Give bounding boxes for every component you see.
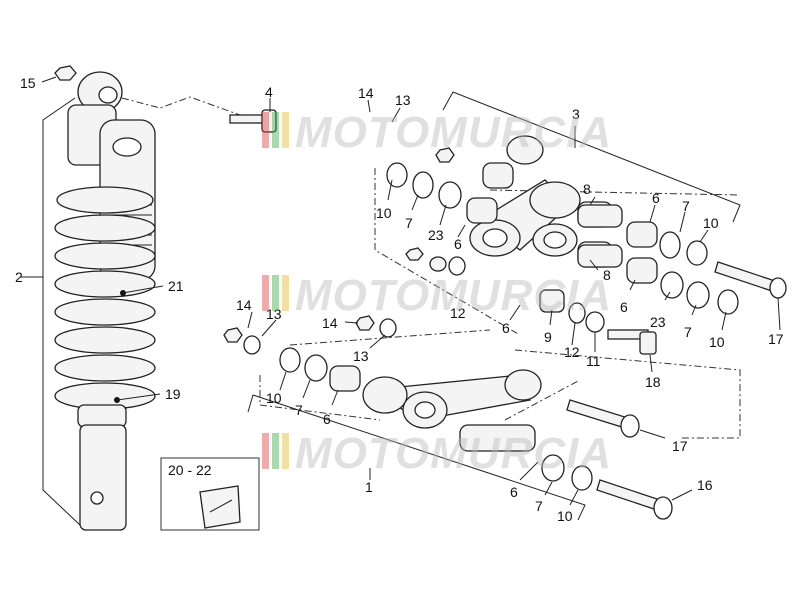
label-6c: 6 bbox=[620, 299, 628, 315]
label-14a: 14 bbox=[358, 85, 374, 101]
label-23a: 23 bbox=[428, 227, 444, 243]
part-labels: 15 2 21 19 4 14 13 3 10 7 23 6 8 6 7 10 … bbox=[15, 75, 784, 524]
label-7c: 7 bbox=[684, 324, 692, 340]
label-7d: 7 bbox=[295, 402, 303, 418]
label-6f: 6 bbox=[510, 484, 518, 500]
inset-label: 20 - 22 bbox=[168, 462, 212, 478]
label-11: 11 bbox=[586, 353, 601, 369]
inset-box: 20 - 22 bbox=[160, 457, 260, 531]
label-10e: 10 bbox=[557, 508, 573, 524]
washers bbox=[243, 162, 739, 491]
leader-lines bbox=[247, 99, 727, 506]
bolts bbox=[566, 261, 787, 520]
label-7b: 7 bbox=[682, 198, 690, 214]
label-13c: 13 bbox=[353, 348, 369, 364]
shock-absorber bbox=[20, 65, 164, 531]
upper-linkage bbox=[469, 135, 581, 257]
label-6a: 6 bbox=[454, 236, 462, 252]
nut-icon bbox=[54, 65, 77, 81]
label-10d: 10 bbox=[266, 390, 282, 406]
label-14b: 14 bbox=[236, 297, 252, 313]
label-13b: 13 bbox=[266, 306, 282, 322]
spacers bbox=[577, 204, 623, 268]
bolt-4 bbox=[229, 98, 277, 133]
label-13a: 13 bbox=[395, 92, 411, 108]
svg-text:MOTOMURCIA: MOTOMURCIA bbox=[295, 429, 612, 478]
label-3: 3 bbox=[572, 106, 580, 122]
label-9: 9 bbox=[544, 329, 552, 345]
watermark-2: MOTOMURCIA bbox=[262, 271, 612, 320]
label-7e: 7 bbox=[535, 498, 543, 514]
label-6d: 6 bbox=[502, 320, 510, 336]
svg-text:MOTOMURCIA: MOTOMURCIA bbox=[295, 271, 612, 320]
label-2: 2 bbox=[15, 269, 23, 285]
label-8a: 8 bbox=[583, 181, 591, 197]
watermark-1: MOTOMURCIA bbox=[262, 108, 612, 157]
label-12b: 12 bbox=[564, 344, 580, 360]
label-10b: 10 bbox=[703, 215, 719, 231]
label-23b: 23 bbox=[650, 314, 666, 330]
label-1: 1 bbox=[365, 479, 373, 495]
watermark-3: MOTOMURCIA bbox=[262, 429, 612, 478]
label-15: 15 bbox=[20, 75, 36, 91]
label-17b: 17 bbox=[672, 438, 688, 454]
label-6b: 6 bbox=[652, 190, 660, 206]
label-10a: 10 bbox=[376, 205, 392, 221]
pin-18 bbox=[607, 329, 657, 373]
label-7a: 7 bbox=[405, 215, 413, 231]
label-19: 19 bbox=[165, 386, 181, 402]
coil-spring bbox=[54, 186, 156, 410]
label-6e: 6 bbox=[323, 411, 331, 427]
label-12a: 12 bbox=[450, 305, 466, 321]
lower-linkage bbox=[362, 369, 542, 452]
label-14c: 14 bbox=[322, 315, 338, 331]
label-17a: 17 bbox=[768, 331, 784, 347]
label-21: 21 bbox=[168, 278, 184, 294]
label-16: 16 bbox=[697, 477, 713, 493]
label-8b: 8 bbox=[603, 267, 611, 283]
label-18: 18 bbox=[645, 374, 661, 390]
label-10c: 10 bbox=[709, 334, 725, 350]
label-4: 4 bbox=[265, 84, 273, 100]
svg-text:MOTOMURCIA: MOTOMURCIA bbox=[295, 108, 612, 157]
